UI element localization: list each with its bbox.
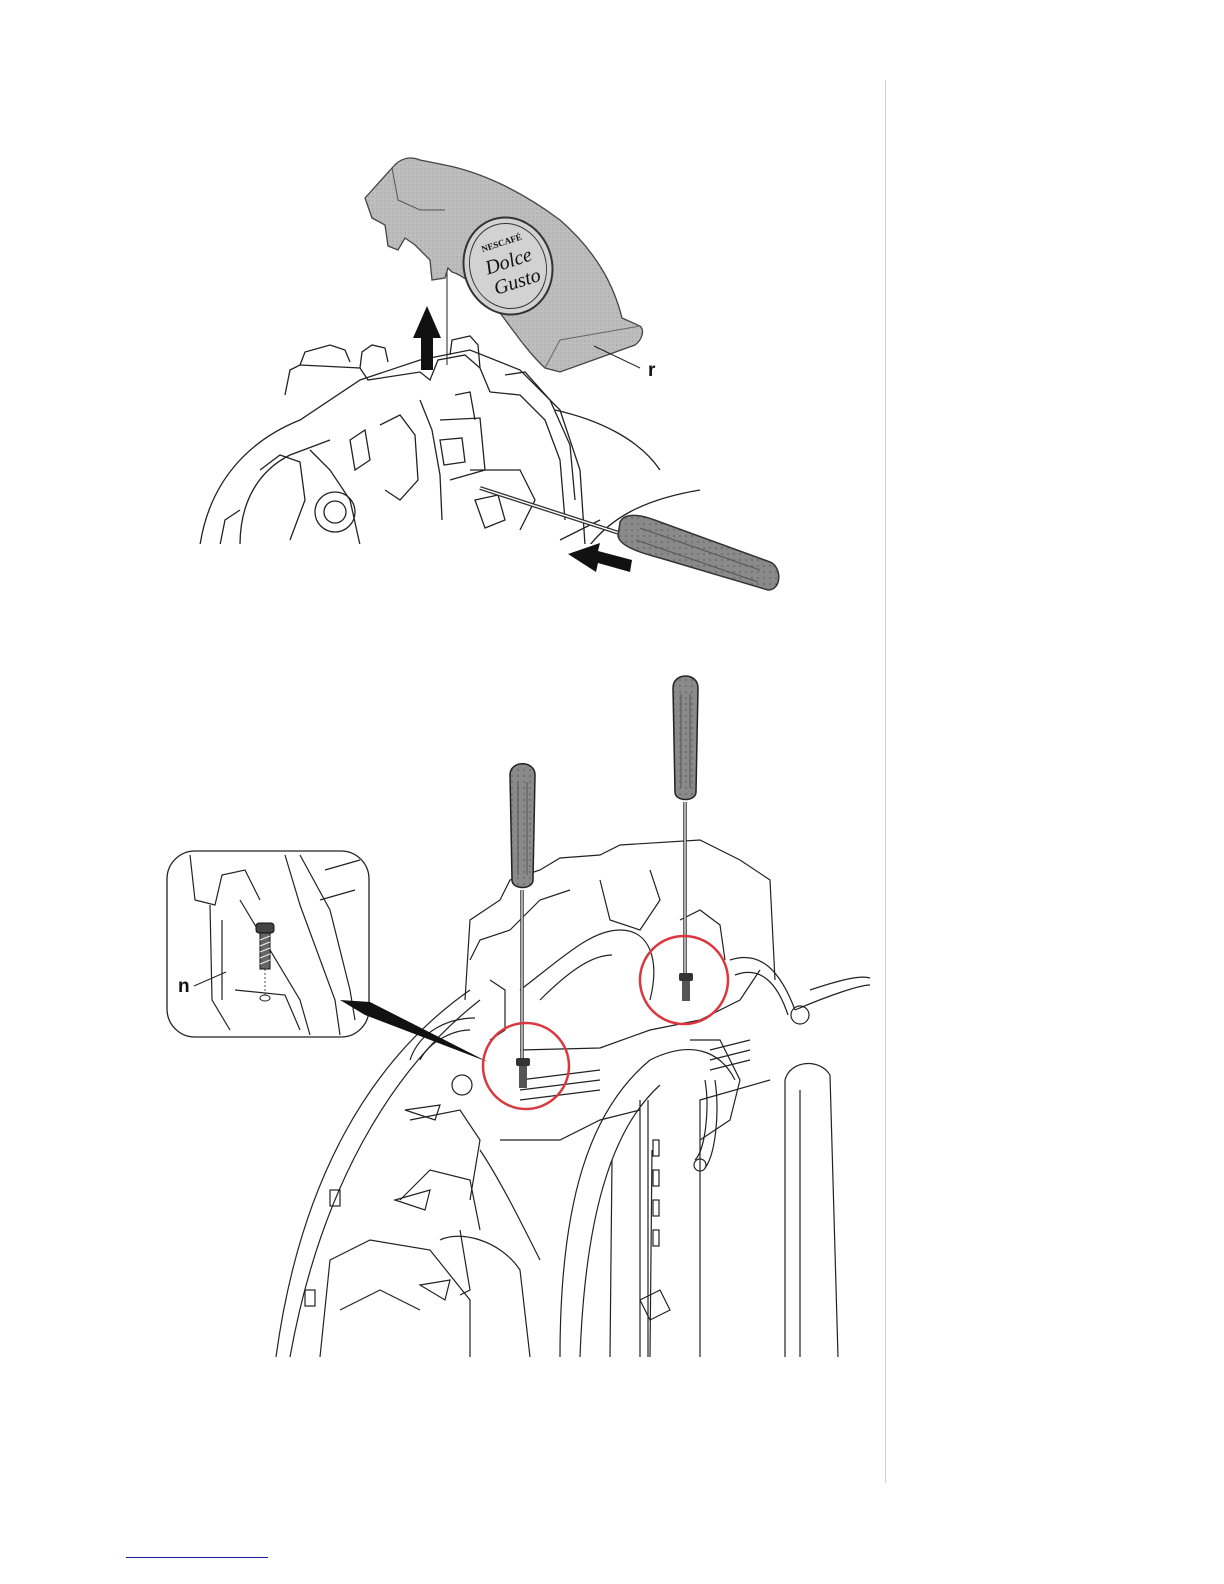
figure-cover-removal: NESCAFÉ Dolce Gusto r bbox=[200, 158, 779, 590]
inset-detail-screw: n bbox=[167, 851, 369, 1037]
inset-pointer bbox=[340, 1000, 488, 1062]
screwdriver-right bbox=[673, 676, 698, 975]
machine-top-assembly bbox=[200, 336, 700, 545]
callout-label-n: n bbox=[178, 976, 190, 997]
cover-part-r: NESCAFÉ Dolce Gusto bbox=[365, 158, 642, 372]
push-arrow bbox=[568, 543, 632, 572]
footnote-rule bbox=[126, 1557, 268, 1558]
screwdriver-horizontal bbox=[480, 488, 779, 590]
figure-screw-removal: n bbox=[167, 676, 870, 1357]
screwdriver-left bbox=[510, 764, 535, 1060]
body-screw-left bbox=[516, 1058, 530, 1088]
body-screw-right bbox=[679, 973, 693, 1001]
callout-label-r: r bbox=[648, 360, 656, 381]
